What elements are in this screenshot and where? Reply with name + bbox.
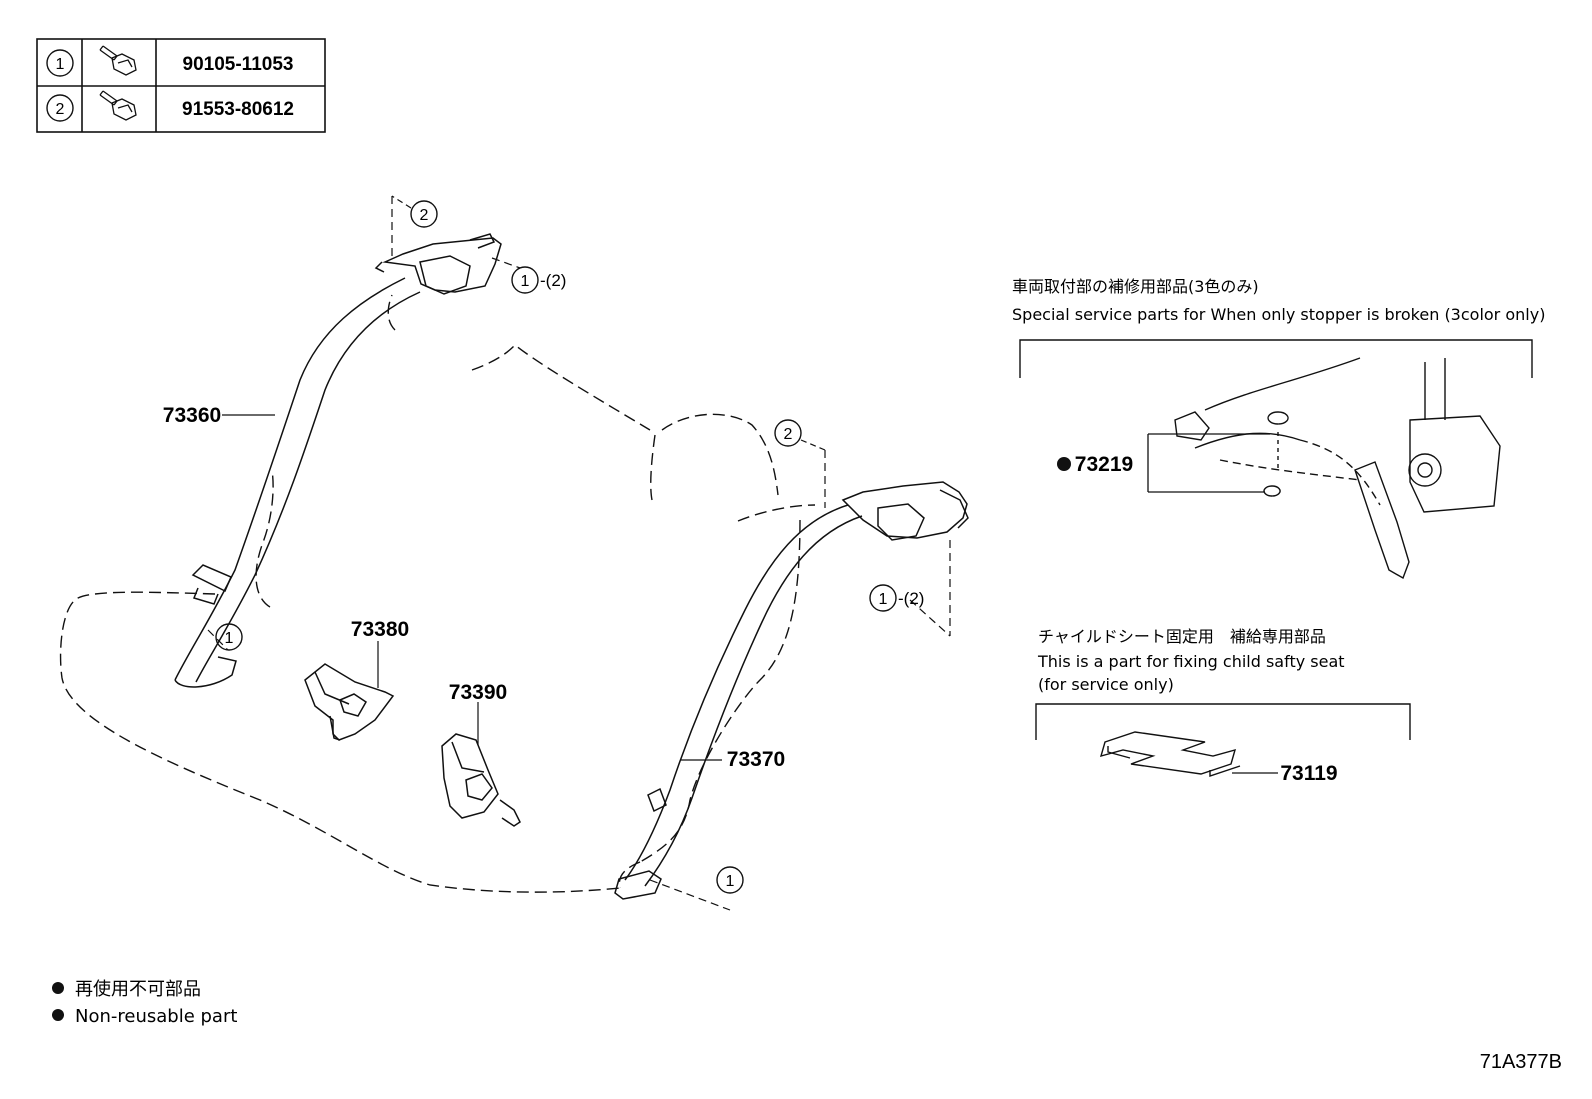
seat-outline: [59, 294, 816, 893]
stopper-detail-drawing: [1174, 357, 1501, 580]
callout-1-lower-right: 1: [716, 866, 744, 894]
callout-2-top-left: 2: [391, 195, 438, 228]
special-parts-note-en: Special service parts for When only stop…: [1012, 305, 1545, 324]
svg-text:1: 1: [521, 273, 530, 290]
fastener-ref-1: 1: [56, 56, 65, 73]
part-label-73380: 73380: [351, 618, 409, 641]
legend: 再使用不可部品 Non-reusable part: [52, 979, 237, 1027]
legend-marker-icon: [52, 982, 64, 994]
callout-2-right: 2: [774, 419, 826, 451]
svg-text:-(2): -(2): [898, 589, 924, 608]
legend-jp: 再使用不可部品: [75, 979, 201, 1000]
special-parts-note-jp: 車両取付部の補修用部品(3色のみ): [1012, 277, 1259, 296]
fastener-part-no-2: 91553-80612: [182, 99, 294, 120]
callout-1-lower-left: 1: [215, 623, 243, 651]
callout-1-right: 1 -(2): [869, 584, 924, 612]
child-seat-note-en-2: (for service only): [1038, 675, 1174, 694]
flange-bolt-icon: [99, 90, 137, 121]
part-label-73219: 73219: [1075, 453, 1133, 476]
legend-marker-icon: [52, 1009, 64, 1021]
child-seat-part-drawing: [1099, 731, 1241, 777]
svg-text:1: 1: [225, 630, 234, 647]
legend-en: Non-reusable part: [75, 1006, 237, 1027]
child-seat-bracket: [1035, 703, 1411, 740]
left-seat-belt-assembly: [174, 233, 502, 688]
left-belt-mount-leader: [207, 196, 521, 651]
fastener-row-2: 2 91553-80612: [46, 90, 294, 122]
buckle-assembly-73390: [441, 733, 521, 827]
buckle-assembly-73380: [304, 663, 395, 741]
non-reusable-marker-icon: [1057, 457, 1071, 471]
right-belt-mount-leader: [649, 450, 951, 911]
fastener-part-no-1: 90105-11053: [183, 54, 294, 75]
flange-bolt-icon: [99, 45, 137, 76]
part-label-73119: 73119: [1280, 762, 1337, 785]
fastener-row-1: 1 90105-11053: [46, 45, 294, 77]
special-parts-bracket: [1019, 339, 1533, 378]
child-seat-note-en-1: This is a part for fixing child safty se…: [1037, 652, 1345, 671]
callout-1-top-left: 1 -(2): [511, 266, 566, 294]
fastener-ref-2: 2: [56, 101, 65, 118]
leader-73219: [1147, 433, 1270, 493]
part-label-73360: 73360: [163, 404, 221, 427]
part-label-73390: 73390: [449, 681, 507, 704]
child-seat-note-jp: チャイルドシート固定用 補給専用部品: [1038, 627, 1326, 646]
svg-text:1: 1: [879, 591, 888, 608]
fastener-table: [36, 38, 326, 133]
right-seat-belt-assembly: [614, 481, 969, 900]
svg-text:1: 1: [726, 873, 735, 890]
svg-text:-(2): -(2): [540, 271, 566, 290]
svg-text:2: 2: [784, 426, 793, 443]
svg-text:2: 2: [420, 207, 429, 224]
part-label-73370: 73370: [727, 748, 785, 771]
diagram-code: 71A377B: [1480, 1051, 1562, 1073]
